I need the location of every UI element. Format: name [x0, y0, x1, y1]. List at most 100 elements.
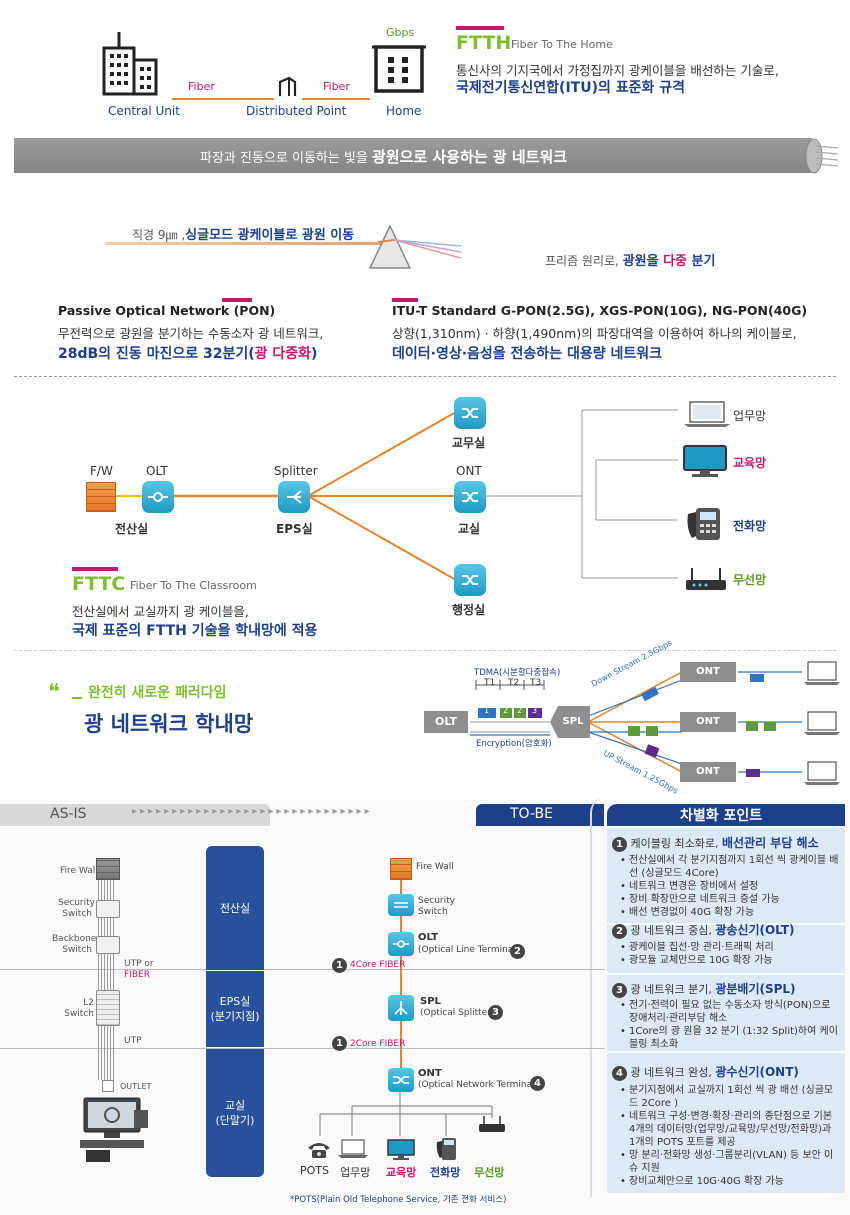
distributed-point-icon: [278, 76, 297, 96]
quote-mark: ❝: [48, 680, 60, 705]
ftth-desc-2: 국제전기통신연합(ITU)의 표준화 규격: [456, 80, 685, 96]
zone-separator-1: [0, 969, 605, 970]
desktop-icon: [683, 445, 727, 477]
net-wifi-label: 무선망: [733, 573, 767, 587]
firewall-icon: [86, 482, 116, 512]
diff-2-item: 광모듈 교체만으로 10G 확장 가능: [620, 954, 840, 967]
tobe-spl-sub: (Optical Splitter): [420, 1008, 495, 1018]
diff-title: 차별화 포인트: [680, 808, 763, 824]
diff-1-list: 전산실에서 각 분기지점까지 1회선 씩 광케이블 배선 (싱글모드 4Core…: [620, 854, 840, 919]
itu-accent-bar: [392, 298, 418, 302]
itu-desc-1: 상향(1,310nm) · 하향(1,490nm)의 파장대역을 이용하여 하나…: [392, 326, 797, 341]
section-divider-2: [14, 650, 836, 651]
encryption-label: Encryption(암호화): [476, 739, 552, 749]
fiber-label-1: Fiber: [188, 80, 215, 93]
fttc-network-lines: [108, 409, 678, 581]
pon-accent-bar: [222, 298, 252, 302]
diff-1-item: 배선 변경없이 40G 확장 가능: [620, 906, 840, 919]
olt-icon: [142, 481, 174, 513]
diff-header: [607, 804, 845, 826]
quote-underline: [72, 697, 82, 699]
pon-desc-1: 무전력으로 광원을 분기하는 수동소자 광 네트워크,: [58, 326, 324, 341]
asis-l2-label: L2 Switch: [64, 998, 94, 1019]
fiber-line-2: [302, 98, 370, 100]
pots-phone-icon: [308, 1143, 330, 1158]
diff-3-item: 1Core의 광 원을 32 분기 (1:32 Split)하여 케이블링 최소…: [620, 1025, 840, 1051]
dev-phone-label: 전화망: [430, 1166, 461, 1179]
fttc-desc-1: 전산실에서 교실까지 광 케이블을,: [72, 604, 249, 619]
banner-text: 파장과 진동으로 이동하는 빛을 광원으로 사용하는 광 네트워크: [200, 148, 568, 166]
fttc-subtitle: Fiber To The Classroom: [130, 579, 257, 592]
ftth-title: FTTH: [456, 32, 512, 54]
ftth-subtitle: Fiber To The Home: [511, 38, 613, 51]
diff-3-list: 전기·전력이 필요 없는 수동소자 방식(PON)으로 장애처리·관리부담 해소…: [620, 999, 840, 1051]
tobe-header: [476, 804, 604, 826]
ip-phone-icon: [687, 508, 720, 540]
ont-box-2: ONT: [680, 712, 736, 732]
asis-utp-label: UTP: [124, 1036, 142, 1046]
t2-label: T2: [508, 678, 520, 688]
tobe-ont-sub: (Optical Network Terminal): [418, 1080, 539, 1090]
fw-label: F/W: [90, 464, 113, 478]
splitter-icon: [278, 481, 310, 513]
asis-arrow-dots: ▸▸▸▸▸▸▸▸▸▸▸▸▸▸▸▸▸▸▸▸▸▸▸▸▸▸▸▸▸▸: [132, 806, 373, 817]
zone-eps: EPS실 (분기지점): [206, 971, 264, 1047]
gbps-label: Gbps: [386, 26, 415, 39]
t3-label: T3: [530, 678, 542, 688]
work-laptop-icon: [338, 1139, 368, 1158]
tobe-ont-num: 4: [530, 1076, 545, 1091]
asis-title: AS-IS: [50, 806, 87, 822]
asis-trunk-lines: [98, 880, 114, 1080]
laptop-icon: [684, 401, 730, 427]
central-unit-label: Central Unit: [108, 104, 180, 118]
tobe-firewall-icon: [390, 858, 412, 880]
tdma-diagram: [470, 661, 840, 785]
tobe-spl-label: SPL: [420, 996, 441, 1007]
ont-box-1: ONT: [680, 662, 736, 682]
gyomu-label: 교무실: [452, 436, 486, 450]
paradigm-line-2: 광 네트워크 학내망: [84, 712, 254, 736]
asis-backbone-label: Backbone Switch: [52, 934, 97, 955]
tdma-spl-box: SPL: [550, 706, 590, 738]
olt-label: OLT: [146, 464, 168, 478]
asis-pc-cluster-icon: [80, 1097, 148, 1162]
diff-2-item: 광케이블 집선·망 관리·트래픽 처리: [620, 941, 840, 954]
dev-work-label: 업무망: [340, 1166, 371, 1179]
ont-classroom-icon: [454, 481, 486, 513]
diff-4-item: 분기지점에서 교실까지 1회선 씩 광 배선 (싱글모드 2Core ): [620, 1084, 840, 1110]
diff-1-item: 장비 확장만으로 네트워크 증설 가능: [620, 893, 840, 906]
pots-footnote: *POTS(Plain Old Telephone Service, 기존 전화…: [290, 1195, 507, 1205]
distributed-point-label: Distributed Point: [246, 104, 347, 118]
net-phone-label: 전화망: [733, 519, 767, 533]
diff-1-heading: 1 케이블링 최소화로, 배선관리 부담 해소: [612, 834, 819, 852]
dev-edu-label: 교육망: [386, 1166, 417, 1179]
prism-caption: 프리즘 원리로, 광원을 다중 분기: [545, 254, 716, 269]
net-edu-label: 교육망: [733, 456, 767, 470]
tobe-spl-num: 3: [488, 1005, 503, 1020]
diff-4-heading: 4 광 네트워크 완성, 광수신기(ONT): [612, 1063, 799, 1081]
fttc-desc-2: 국제 표준의 FTTH 기술을 학내망에 적용: [72, 623, 318, 639]
asis-utp-or-label: UTP or: [124, 959, 154, 969]
diff-2-list: 광케이블 집선·망 관리·트래픽 처리 광모듈 교체만으로 10G 확장 가능: [620, 941, 840, 967]
ont-gyomu-icon: [454, 397, 486, 429]
asis-outlet-icon: [102, 1080, 114, 1092]
fiber-label-2: Fiber: [323, 80, 350, 93]
tobe-spl-icon: [388, 995, 414, 1021]
tobe-olt-icon: [388, 932, 414, 956]
dev-pots-label: POTS: [300, 1164, 329, 1177]
wifi-router-icon: [686, 568, 726, 590]
diff-3-heading: 3 광 네트워크 분기, 광분배기(SPL): [612, 980, 796, 998]
asis-security-switch-icon: [96, 900, 120, 918]
zone-separator-2: [0, 1048, 605, 1049]
fttc-accent-bar: [72, 567, 118, 571]
diff-4-list: 분기지점에서 교실까지 1회선 씩 광 배선 (싱글모드 2Core ) 네트워…: [620, 1084, 840, 1188]
phone-ip-icon: [436, 1138, 456, 1160]
pkt-1-label: 1: [484, 706, 490, 715]
itu-desc-2: 데이터·영상·음성을 전송하는 대용량 네트워크: [392, 346, 662, 362]
ftth-desc-1: 통신사의 기지국에서 가정집까지 광케이블을 배선하는 기술로,: [456, 63, 779, 78]
dev-wifi-label: 무선망: [474, 1166, 505, 1179]
cable-end-icon: [805, 138, 839, 174]
zone-server-room: 전산실: [206, 846, 264, 970]
diff-4-item: 장비교체만으로 10G·40G 확장 가능: [620, 1175, 840, 1188]
pon-desc-2: 28dB의 진동 마진으로 32분기(광 다중화): [58, 346, 318, 362]
